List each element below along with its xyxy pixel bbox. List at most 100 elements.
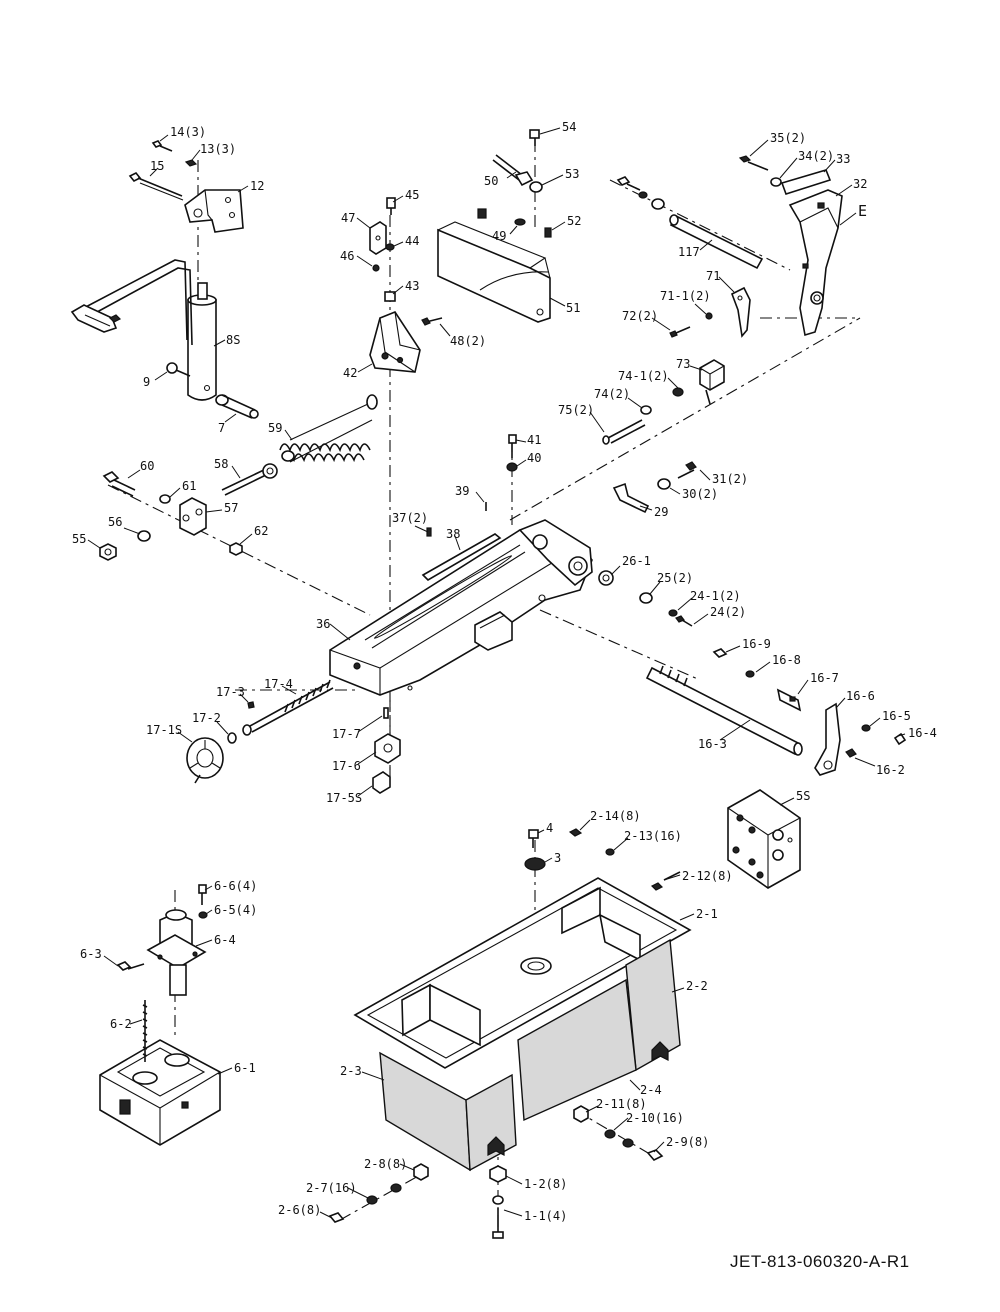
callout-52: 52 bbox=[567, 214, 581, 228]
callout-1-2: 1-2(8) bbox=[524, 1177, 567, 1191]
callout-17-6: 17-6 bbox=[332, 759, 361, 773]
callout-2-1: 2-1 bbox=[696, 907, 718, 921]
callout-29: 29 bbox=[654, 505, 668, 519]
stand-base-2 bbox=[328, 828, 692, 1239]
callout-44: 44 bbox=[405, 234, 419, 248]
callout-17-4: 17-4 bbox=[264, 677, 293, 691]
support-shaft-16-assembly bbox=[645, 648, 907, 776]
callout-48: 48(2) bbox=[450, 334, 486, 348]
callout-59: 59 bbox=[268, 421, 282, 435]
callout-2-3: 2-3 bbox=[340, 1064, 362, 1078]
handle-assembly-8s bbox=[70, 140, 259, 419]
vise-base-36 bbox=[329, 434, 697, 696]
callout-16-6: 16-6 bbox=[846, 689, 875, 703]
callout-16-2: 16-2 bbox=[876, 763, 905, 777]
leader-lines bbox=[87, 127, 906, 1219]
document-number: JET-813-060320-A-R1 bbox=[730, 1252, 910, 1271]
blade-arm-32-assembly bbox=[602, 155, 843, 445]
callout-75: 75(2) bbox=[558, 403, 594, 417]
callout-2-12: 2-12(8) bbox=[682, 869, 733, 883]
callout-15: 15 bbox=[150, 159, 164, 173]
callout-16-8: 16-8 bbox=[772, 653, 801, 667]
callout-3: 3 bbox=[554, 851, 561, 865]
callout-55: 55 bbox=[72, 532, 86, 546]
callout-2-11: 2-11(8) bbox=[596, 1097, 647, 1111]
callout-51: 51 bbox=[566, 301, 580, 315]
callout-6-2: 6-2 bbox=[110, 1017, 132, 1031]
callout-56: 56 bbox=[108, 515, 122, 529]
callout-45: 45 bbox=[405, 188, 419, 202]
callout-49: 49 bbox=[492, 229, 506, 243]
bracket-42-assembly bbox=[369, 197, 443, 373]
blade-guard-51 bbox=[437, 129, 552, 323]
callout-33: 33 bbox=[836, 152, 850, 166]
callout-5s: 5S bbox=[796, 789, 810, 803]
callout-54: 54 bbox=[562, 120, 576, 134]
callout-42: 42 bbox=[343, 366, 357, 380]
callout-71-1: 71-1(2) bbox=[660, 289, 711, 303]
callout-6-3: 6-3 bbox=[80, 947, 102, 961]
callout-6-1: 6-1 bbox=[234, 1061, 256, 1075]
roller-stand-6 bbox=[99, 884, 221, 1146]
callout-50: 50 bbox=[484, 174, 498, 188]
callout-2-10: 2-10(16) bbox=[626, 1111, 684, 1125]
callout-2-2: 2-2 bbox=[686, 979, 708, 993]
callout-117: 117 bbox=[678, 245, 700, 259]
callout-31: 31(2) bbox=[712, 472, 748, 486]
callout-17-1s: 17-1S bbox=[146, 723, 182, 737]
callout-12: 12 bbox=[250, 179, 264, 193]
callout-14: 14(3) bbox=[170, 125, 206, 139]
callout-2-6: 2-6(8) bbox=[278, 1203, 321, 1217]
callout-13: 13(3) bbox=[200, 142, 236, 156]
callout-16-9: 16-9 bbox=[742, 637, 771, 651]
callout-6-6: 6-6(4) bbox=[214, 879, 257, 893]
callout-71: 71 bbox=[706, 269, 720, 283]
callout-2-7: 2-7(16) bbox=[306, 1181, 357, 1195]
leadscrew-17-assembly bbox=[186, 679, 401, 794]
callout-24: 24(2) bbox=[710, 605, 746, 619]
callout-26-1: 26-1 bbox=[622, 554, 651, 568]
callout-9: 9 bbox=[143, 375, 150, 389]
callout-40: 40 bbox=[527, 451, 541, 465]
callout-73: 73 bbox=[676, 357, 690, 371]
callout-2-4: 2-4 bbox=[640, 1083, 662, 1097]
callout-34: 34(2) bbox=[798, 149, 834, 163]
callout-6-5: 6-5(4) bbox=[214, 903, 257, 917]
callout-2-8: 2-8(8) bbox=[364, 1157, 407, 1171]
callout-17-3: 17-3 bbox=[216, 685, 245, 699]
callout-labels: 14(3) 13(3) 15 12 8S 9 7 54 50 53 52 49 … bbox=[72, 120, 937, 1223]
callout-58: 58 bbox=[214, 457, 228, 471]
callout-37: 37(2) bbox=[392, 511, 428, 525]
callout-16-4: 16-4 bbox=[908, 726, 937, 740]
callout-30: 30(2) bbox=[682, 487, 718, 501]
callout-72: 72(2) bbox=[622, 309, 658, 323]
callout-32: 32 bbox=[853, 177, 867, 191]
callout-2-14: 2-14(8) bbox=[590, 809, 641, 823]
callout-47: 47 bbox=[341, 211, 355, 225]
callout-46: 46 bbox=[340, 249, 354, 263]
callout-25: 25(2) bbox=[657, 571, 693, 585]
callout-17-2: 17-2 bbox=[192, 711, 221, 725]
callout-74-1: 74-1(2) bbox=[618, 369, 669, 383]
callout-43: 43 bbox=[405, 279, 419, 293]
callout-57: 57 bbox=[224, 501, 238, 515]
callout-6-4: 6-4 bbox=[214, 933, 236, 947]
callout-36: 36 bbox=[316, 617, 330, 631]
callout-61: 61 bbox=[182, 479, 196, 493]
control-box-5s bbox=[727, 789, 801, 889]
callout-39: 39 bbox=[455, 484, 469, 498]
callout-24-1: 24-1(2) bbox=[690, 589, 741, 603]
callout-2-13: 2-13(16) bbox=[624, 829, 682, 843]
callout-74: 74(2) bbox=[594, 387, 630, 401]
callout-e: E bbox=[858, 202, 867, 220]
callout-2-9: 2-9(8) bbox=[666, 1135, 709, 1149]
callout-17-7: 17-7 bbox=[332, 727, 361, 741]
callout-38: 38 bbox=[446, 527, 460, 541]
callout-62: 62 bbox=[254, 524, 268, 538]
callout-4: 4 bbox=[546, 821, 553, 835]
callout-35: 35(2) bbox=[770, 131, 806, 145]
callout-1-1: 1-1(4) bbox=[524, 1209, 567, 1223]
callout-17-5s: 17-5S bbox=[326, 791, 362, 805]
callout-60: 60 bbox=[140, 459, 154, 473]
